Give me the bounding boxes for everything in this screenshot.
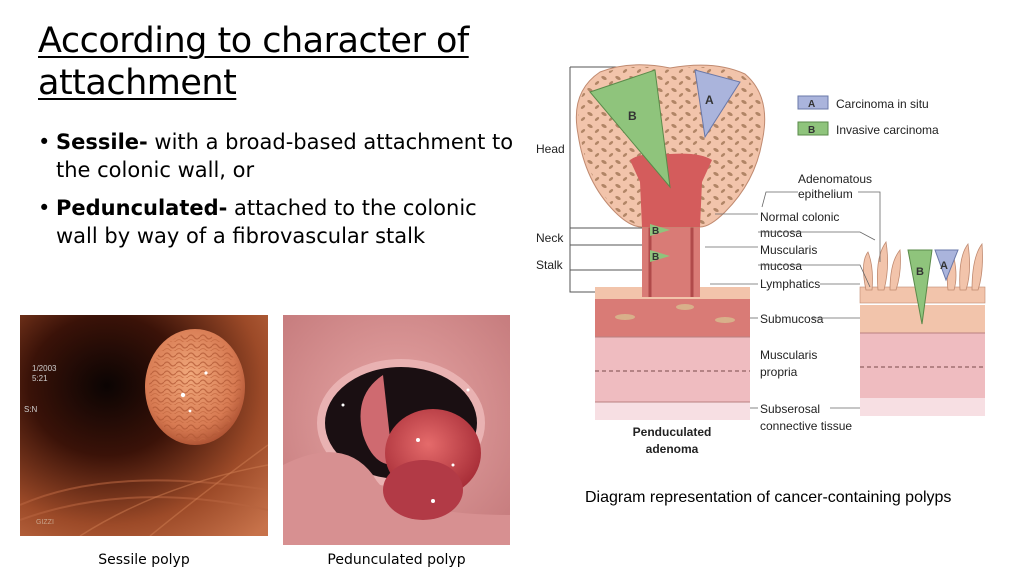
subserosa-layer	[595, 402, 750, 420]
region-letter-b-stalk: B	[652, 252, 659, 263]
in-situ-region-head	[694, 69, 741, 139]
pedunculated-photo-caption: Pedunculated polyp	[327, 552, 466, 568]
photo-overlay-sn: S:N	[24, 405, 38, 414]
region-letter-a-sessile: A	[940, 260, 948, 272]
bullet-dot-icon: •	[38, 196, 51, 220]
region-letter-a-head: A	[705, 93, 714, 107]
bullet-term: Sessile-	[56, 130, 148, 154]
label-head: Head	[536, 142, 565, 156]
photo-overlay-date: 1/2003	[32, 364, 57, 373]
slide-title: According to character of attachment	[38, 21, 469, 103]
region-letter-b-head: B	[628, 109, 637, 123]
diagram-caption: Diagram representation of cancer-contain…	[585, 489, 952, 506]
invasive-region-head	[589, 69, 671, 189]
label-neck: Neck	[536, 231, 564, 245]
legend-label-b: Invasive carcinoma	[836, 123, 939, 137]
legend-swatch-b	[797, 121, 829, 136]
label-lymphatics: Lymphatics	[760, 277, 820, 291]
photo-overlay-time: 5:21	[32, 374, 48, 383]
sessile-polyp-photo: 1/2003 5:21 S:N GIZZI	[20, 315, 268, 536]
label-adenomatous-2: epithelium	[798, 187, 853, 201]
label-muscularis-mucosa-2: mucosa	[760, 259, 802, 273]
legend-key-b: B	[808, 125, 815, 136]
label-pedunculated-adenoma-1: Penduculated	[633, 425, 712, 439]
bullet-sessile: •Sessile- with a broad-based attachment …	[38, 128, 518, 184]
legend-swatch-a	[797, 95, 829, 110]
bullet-text: with a broad-based attachment to the col…	[56, 130, 514, 182]
label-muscularis-mucosa-1: Muscularis	[760, 243, 817, 257]
bullet-list: •Sessile- with a broad-based attachment …	[38, 128, 518, 260]
label-normal-2: mucosa	[760, 226, 802, 240]
pedunculated-polyp-photo	[283, 315, 510, 545]
bullet-pedunculated: •Pedunculated- attached to the colonic w…	[38, 194, 518, 250]
label-muscularis-propria-1: Muscularis	[760, 348, 817, 362]
label-subserosal-2: connective tissue	[760, 419, 852, 433]
label-adenomatous-1: Adenomatous	[798, 172, 872, 186]
legend-label-a: Carcinoma in situ	[836, 97, 929, 111]
label-muscularis-propria-2: propria	[760, 365, 798, 379]
label-submucosa: Submucosa	[760, 312, 824, 326]
muscularis-propria-layer	[595, 337, 750, 402]
sessile-photo-caption: Sessile polyp	[98, 552, 190, 568]
bullet-text: attached to the colonic wall by way of a…	[56, 196, 477, 248]
bullet-dot-icon: •	[38, 130, 51, 154]
photo-overlay-credit: GIZZI	[36, 519, 54, 526]
polyp-diagram: Head Neck Stalk B A B B	[530, 62, 1000, 462]
region-letter-b-neck: B	[652, 226, 659, 237]
legend-key-a: A	[808, 99, 815, 110]
bullet-term: Pedunculated-	[56, 196, 228, 220]
label-stalk: Stalk	[536, 258, 564, 272]
label-pedunculated-adenoma-2: adenoma	[646, 442, 699, 456]
label-subserosal-1: Subserosal	[760, 402, 820, 416]
label-normal-1: Normal colonic	[760, 210, 839, 224]
region-letter-b-sessile: B	[916, 266, 924, 278]
